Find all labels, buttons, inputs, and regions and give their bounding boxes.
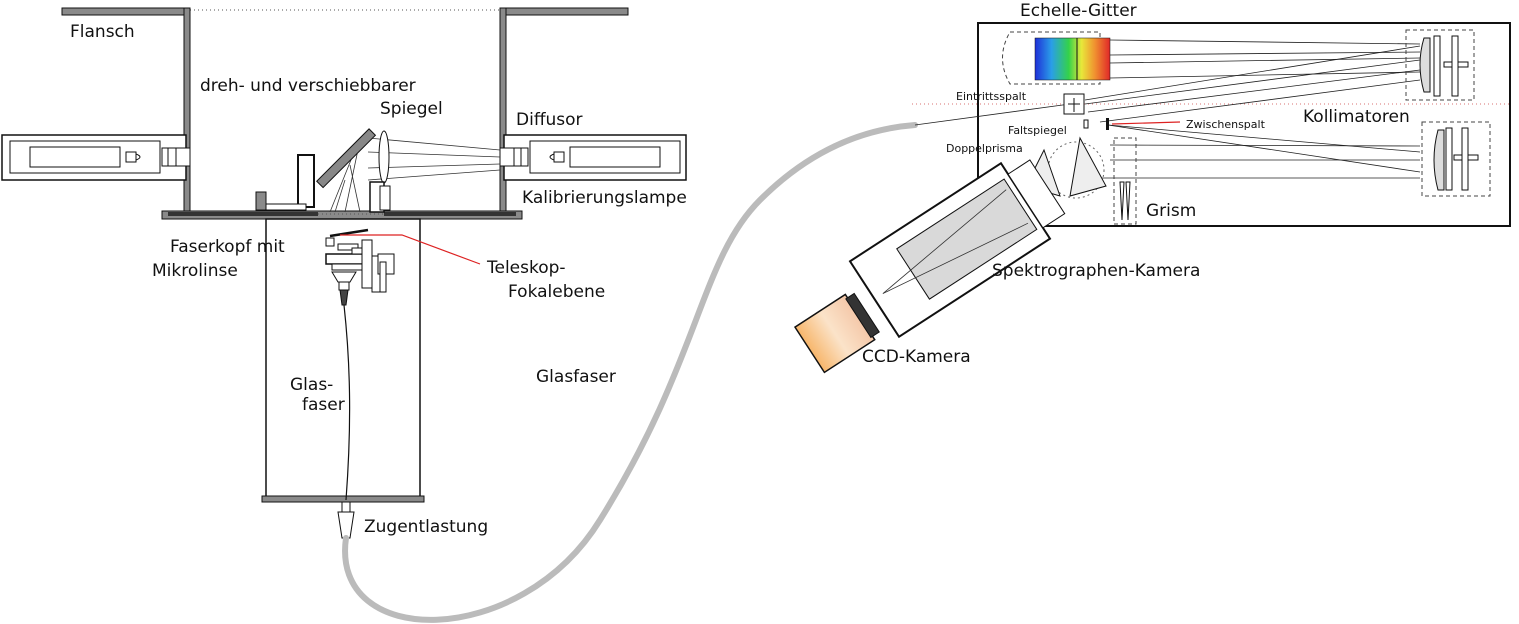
lamp-tube-left	[29, 146, 121, 168]
label-spektrographen-kamera: Spektrographen-Kamera	[992, 261, 1200, 281]
spectrograph	[793, 22, 1511, 374]
label-glasfaser: Glasfaser	[536, 367, 616, 387]
echelle-spectrum	[1034, 37, 1111, 81]
mounting-plate-inner	[168, 212, 318, 216]
label-kalibrierungslampe: Kalibrierungslampe	[522, 188, 687, 208]
label-teleskop-line2: Fokalebene	[508, 282, 605, 302]
grating-beams	[914, 39, 1421, 179]
glass-fiber-cable	[342, 122, 918, 623]
lower-chamber-bottom	[261, 495, 425, 503]
mirror-base	[265, 203, 307, 211]
collimator-upper-box	[1405, 29, 1475, 101]
flange-left-top	[61, 7, 189, 16]
intermediate-slit-leader	[1111, 121, 1181, 125]
label-faltspiegel: Faltspiegel	[1008, 124, 1067, 137]
label-zugentlastung: Zugentlastung	[364, 517, 488, 537]
mounting-plate-inner2	[384, 212, 516, 216]
fold-mirror	[1083, 119, 1089, 129]
label-zwischenspalt: Zwischenspalt	[1186, 118, 1266, 131]
collimator-lower-mirror	[1433, 129, 1445, 191]
focal-plane-leader	[340, 234, 481, 265]
mirror-support	[297, 154, 315, 208]
lamp-bulb-right	[549, 151, 565, 163]
lamp-tube-right	[569, 146, 661, 168]
rotatable-mirror	[316, 128, 377, 189]
label-ccd-kamera: CCD-Kamera	[862, 347, 971, 367]
label-mirror-line1: dreh- und verschiebbarer	[200, 76, 416, 96]
label-mirror-line2: Spiegel	[380, 99, 443, 119]
label-glas-line2: faser	[302, 395, 345, 415]
ccd-camera	[793, 292, 880, 374]
collimator-lower-box	[1421, 121, 1491, 197]
label-faserkopf-line2: Mikrolinse	[152, 261, 238, 281]
telescope-adapter	[1, 7, 687, 539]
label-glas-line1: Glas-	[290, 375, 333, 395]
label-faserkopf-line1: Faserkopf mit	[170, 237, 285, 257]
label-grism: Grism	[1146, 201, 1196, 221]
label-teleskop-line1: Teleskop-	[486, 258, 566, 278]
fiber-inner	[343, 304, 351, 501]
spectrograph-camera	[848, 159, 1066, 339]
label-kollimatoren: Kollimatoren	[1303, 107, 1410, 127]
lamp-bulb-left	[125, 151, 141, 163]
wall-right	[499, 7, 507, 214]
grism-element	[1119, 181, 1125, 221]
label-doppelprisma: Doppelprisma	[946, 142, 1023, 155]
collimator-upper-mirror	[1419, 37, 1431, 93]
label-echelle: Echelle-Gitter	[1020, 1, 1137, 21]
spectrograph-housing	[977, 22, 1511, 227]
echelle-grating-outline	[1002, 31, 1101, 85]
wall-left	[183, 7, 191, 214]
flange-right-top	[501, 7, 629, 16]
collimator-lens	[378, 130, 390, 184]
intermediate-slit	[1106, 118, 1109, 130]
grism-box	[1113, 137, 1137, 225]
label-flansch: Flansch	[70, 22, 135, 42]
label-eintrittsspalt: Eintrittsspalt	[956, 90, 1027, 103]
label-diffusor: Diffusor	[516, 110, 583, 130]
fiber-head	[325, 228, 395, 306]
